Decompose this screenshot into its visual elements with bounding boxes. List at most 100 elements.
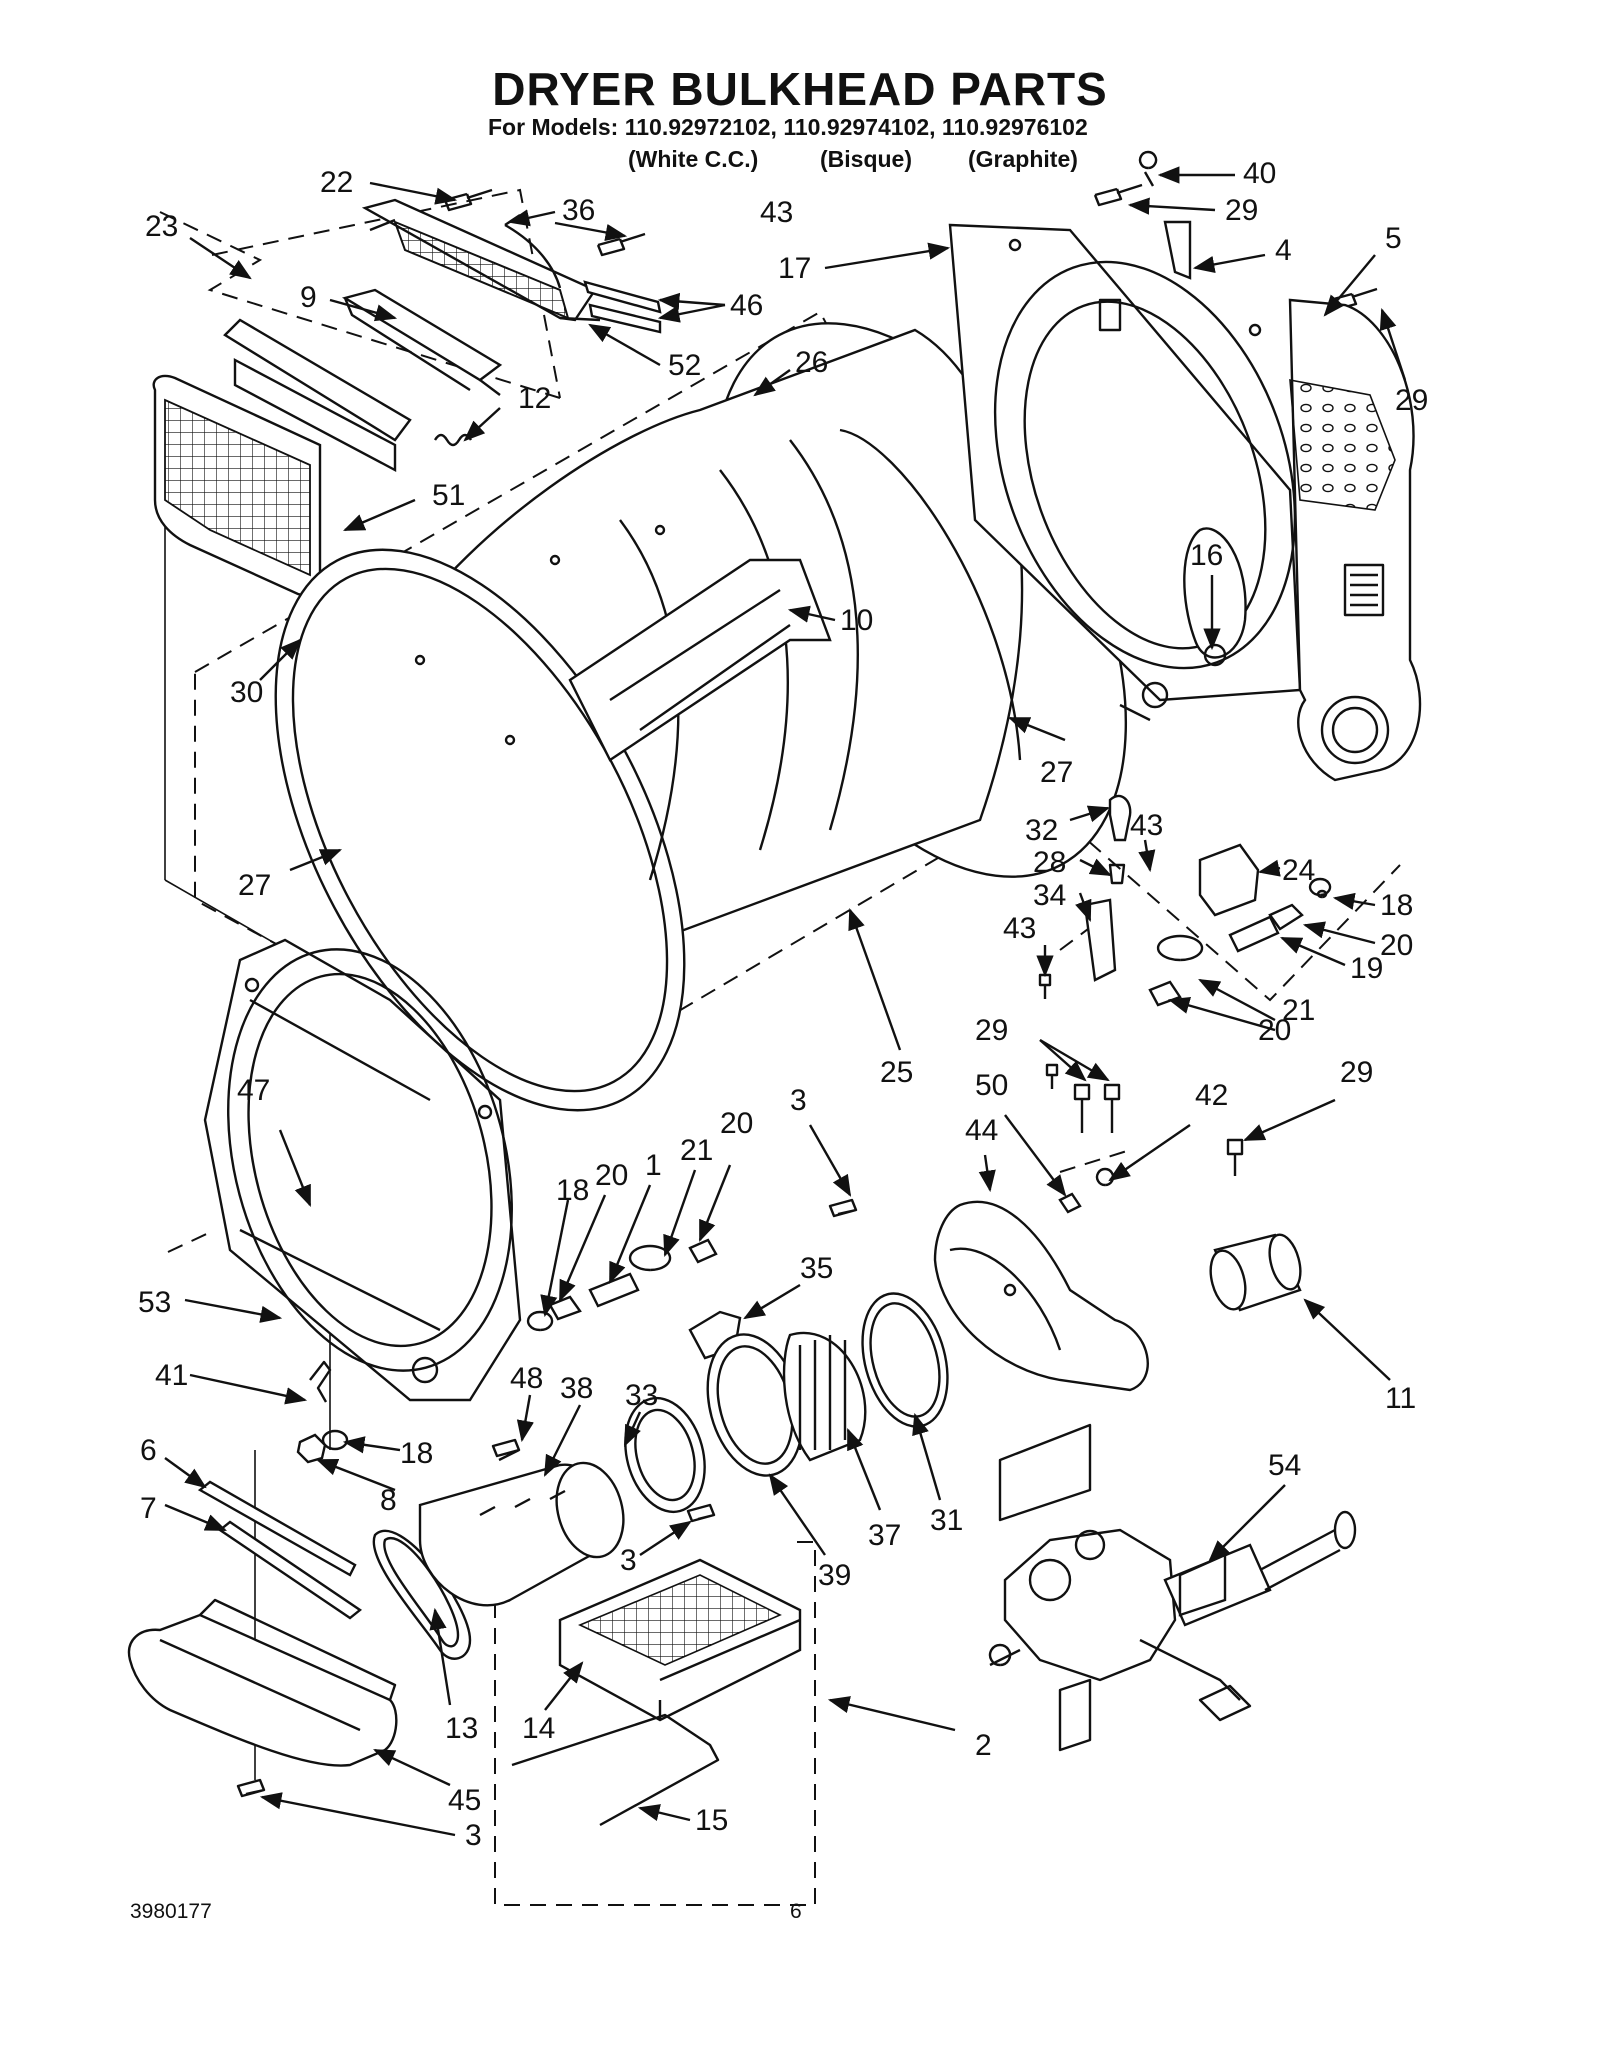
blower-parts bbox=[624, 1292, 949, 1514]
callout-36: 36 bbox=[562, 194, 595, 227]
callout-20: 20 bbox=[595, 1159, 628, 1192]
callout-47: 47 bbox=[237, 1074, 270, 1107]
callout-31: 31 bbox=[930, 1504, 963, 1537]
callout-29: 29 bbox=[975, 1014, 1008, 1047]
callout-20: 20 bbox=[1380, 929, 1413, 962]
callout-29: 29 bbox=[1225, 194, 1258, 227]
callout-34: 34 bbox=[1033, 879, 1066, 912]
callout-16: 16 bbox=[1190, 539, 1223, 572]
nut-8-washer-18 bbox=[296, 1429, 349, 1464]
callout-18: 18 bbox=[556, 1174, 589, 1207]
callout-54: 54 bbox=[1268, 1449, 1301, 1482]
callout-24: 24 bbox=[1282, 854, 1315, 887]
wire-36-46 bbox=[504, 214, 662, 334]
callout-29: 29 bbox=[1340, 1056, 1373, 1089]
callout-3: 3 bbox=[790, 1084, 807, 1117]
callout-9: 9 bbox=[300, 281, 317, 314]
callout-3: 3 bbox=[620, 1544, 637, 1577]
callout-43: 43 bbox=[760, 196, 793, 229]
callout-27: 27 bbox=[1040, 756, 1073, 789]
callout-38: 38 bbox=[560, 1372, 593, 1405]
exhaust-duct-5 bbox=[1288, 298, 1422, 782]
lint-housing-52 bbox=[361, 198, 601, 322]
toe-panel-45 bbox=[127, 1598, 398, 1767]
document-number: 3980177 bbox=[130, 1900, 212, 1923]
callout-37: 37 bbox=[868, 1519, 901, 1552]
callout-5: 5 bbox=[1385, 222, 1402, 255]
callout-44: 44 bbox=[965, 1114, 998, 1147]
blower-housing-44 bbox=[933, 1200, 1149, 1392]
page-number: 6 bbox=[790, 1900, 802, 1923]
callout-40: 40 bbox=[1243, 157, 1276, 190]
callout-18: 18 bbox=[1380, 889, 1413, 922]
callout-labels: 22 36 43 23 9 46 52 12 26 51 10 30 27 27… bbox=[138, 157, 1428, 1852]
callout-8: 8 bbox=[380, 1484, 397, 1517]
variant-bisque: (Bisque) bbox=[820, 146, 912, 172]
page-title: DRYER BULKHEAD PARTS bbox=[492, 63, 1108, 115]
callout-43: 43 bbox=[1130, 809, 1163, 842]
callout-28: 28 bbox=[1033, 846, 1066, 879]
callout-6: 6 bbox=[140, 1434, 157, 1467]
felt-seal-27 bbox=[839, 428, 1022, 761]
callout-53: 53 bbox=[138, 1286, 171, 1319]
filter-guide-9 bbox=[341, 288, 503, 396]
callout-39: 39 bbox=[818, 1559, 851, 1592]
lint-filter-51 bbox=[152, 374, 322, 597]
callout-20: 20 bbox=[720, 1107, 753, 1140]
callout-3: 3 bbox=[465, 1819, 482, 1852]
bracket-4-clip-40 bbox=[1138, 150, 1192, 280]
motor-38 bbox=[418, 1461, 625, 1607]
callout-41: 41 bbox=[155, 1359, 188, 1392]
callout-43: 43 bbox=[1003, 912, 1036, 945]
callout-42: 42 bbox=[1195, 1079, 1228, 1112]
lint-channel-23 bbox=[223, 318, 412, 472]
callout-30: 30 bbox=[230, 676, 263, 709]
variant-white: (White C.C.) bbox=[628, 146, 759, 172]
duct-11 bbox=[1209, 1233, 1302, 1312]
callout-26: 26 bbox=[795, 346, 828, 379]
wire-15 bbox=[511, 1713, 720, 1827]
callout-48: 48 bbox=[510, 1362, 543, 1395]
model-numbers: For Models: 110.92972102, 110.92974102, … bbox=[488, 114, 1088, 140]
callout-52: 52 bbox=[668, 349, 701, 382]
supports-6-7 bbox=[197, 1480, 363, 1620]
rear-bulkhead-53 bbox=[203, 938, 522, 1402]
callout-17: 17 bbox=[778, 252, 811, 285]
leader-lines bbox=[164, 166, 1407, 1837]
callout-29: 29 bbox=[1395, 384, 1428, 417]
callout-46: 46 bbox=[730, 289, 763, 322]
callout-11: 11 bbox=[1385, 1382, 1416, 1415]
callout-32: 32 bbox=[1025, 814, 1058, 847]
callout-18: 18 bbox=[400, 1437, 433, 1470]
callout-13: 13 bbox=[445, 1712, 478, 1745]
callout-12: 12 bbox=[518, 382, 551, 415]
callout-19: 19 bbox=[1350, 952, 1383, 985]
callout-7: 7 bbox=[140, 1492, 157, 1525]
baffle-10 bbox=[568, 558, 832, 762]
callout-51: 51 bbox=[432, 479, 465, 512]
heater-assembly-parts bbox=[1083, 794, 1332, 1007]
callout-22: 22 bbox=[320, 166, 353, 199]
callout-1: 1 bbox=[645, 1149, 662, 1182]
callout-33: 33 bbox=[625, 1379, 658, 1412]
callout-35: 35 bbox=[800, 1252, 833, 1285]
callout-25: 25 bbox=[880, 1056, 913, 1089]
callout-15: 15 bbox=[695, 1804, 728, 1837]
callout-2: 2 bbox=[975, 1729, 992, 1762]
callout-10: 10 bbox=[840, 604, 873, 637]
clips-50-42 bbox=[1058, 1167, 1115, 1214]
callout-23: 23 bbox=[145, 210, 178, 243]
callout-27: 27 bbox=[238, 869, 271, 902]
callout-4: 4 bbox=[1275, 234, 1292, 267]
heater-14 bbox=[558, 1558, 802, 1722]
gas-valve-54 bbox=[988, 1423, 1357, 1752]
callout-45: 45 bbox=[448, 1784, 481, 1817]
callout-14: 14 bbox=[522, 1712, 555, 1745]
roller-parts-left bbox=[526, 1238, 718, 1332]
callout-20: 20 bbox=[1258, 1014, 1291, 1047]
callout-21: 21 bbox=[680, 1134, 713, 1167]
callout-50: 50 bbox=[975, 1069, 1008, 1102]
variant-graphite: (Graphite) bbox=[968, 146, 1078, 172]
callout-21: 21 bbox=[1282, 994, 1315, 1027]
